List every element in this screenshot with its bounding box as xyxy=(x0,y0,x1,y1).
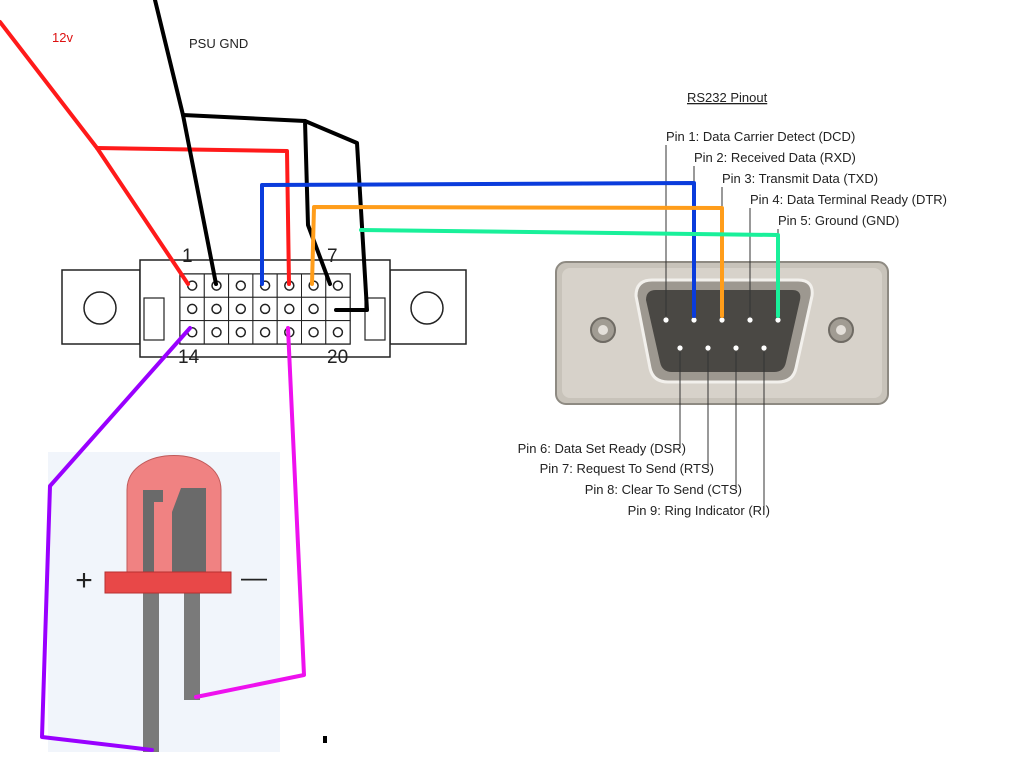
wire-12v-branch xyxy=(95,146,291,286)
led-plus-sign: + xyxy=(75,564,93,597)
db9-pin-holes xyxy=(663,317,781,351)
wire-txd xyxy=(310,205,724,318)
header-pin xyxy=(332,280,344,291)
header-label-pin-20: 20 xyxy=(327,347,348,368)
header-label-pin-7: 7 xyxy=(327,246,338,267)
rs232-title: RS232 Pinout xyxy=(687,90,768,105)
led-component: + — xyxy=(48,452,280,752)
header-right-mount-hole xyxy=(410,291,444,325)
header-label-pin-14: 14 xyxy=(178,347,200,368)
header-right-ear xyxy=(389,269,467,345)
header-pin xyxy=(308,303,319,315)
db9-pin-4 xyxy=(747,317,753,323)
db9-pin-1 xyxy=(663,317,669,323)
db9-leader-lines xyxy=(665,145,779,510)
db9-pin-3 xyxy=(719,317,725,323)
db9-pin-6 xyxy=(677,345,683,351)
header-pin xyxy=(211,327,222,338)
db9-label-pin-7: Pin 7: Request To Send (RTS) xyxy=(540,461,714,476)
db9-pin-8 xyxy=(733,345,739,351)
header-left-latch xyxy=(143,297,165,341)
wires xyxy=(0,0,780,752)
header-pin xyxy=(235,303,247,315)
db9-label-pin-5: Pin 5: Ground (GND) xyxy=(778,213,899,228)
db9-pin-2 xyxy=(691,317,697,323)
led-minus-sign: — xyxy=(241,562,267,592)
db9-pin-9 xyxy=(761,345,767,351)
led-anode-leg xyxy=(143,588,159,752)
stray-mark xyxy=(323,736,327,743)
db9-label-pin-4: Pin 4: Data Terminal Ready (DTR) xyxy=(750,192,947,207)
header-pin xyxy=(284,303,295,315)
wire-gnd-pin7 xyxy=(181,113,332,286)
db9-label-pin-3: Pin 3: Transmit Data (TXD) xyxy=(722,171,878,186)
wire-led-anode xyxy=(40,326,192,752)
led-cathode-leg xyxy=(184,588,200,700)
header-pin xyxy=(259,327,271,338)
wire-gnd-db9 xyxy=(359,228,780,318)
db9-pin-7 xyxy=(705,345,711,351)
label-psu-gnd: PSU GND xyxy=(189,36,248,51)
db9-pin-labels: Pin 1: Data Carrier Detect (DCD) Pin 2: … xyxy=(518,129,947,518)
header-pin xyxy=(259,303,271,315)
label-12v: 12v xyxy=(52,30,73,45)
header-label-pin-1: 1 xyxy=(182,246,193,267)
db9-pin-5 xyxy=(775,317,781,323)
header-pin xyxy=(235,327,247,338)
header-pin xyxy=(235,280,247,291)
led-post xyxy=(143,490,163,572)
header-pins xyxy=(179,273,351,345)
led-anvil xyxy=(172,488,206,572)
db9-label-pin-8: Pin 8: Clear To Send (CTS) xyxy=(585,482,742,497)
led-collar xyxy=(104,571,232,594)
header-pin xyxy=(332,327,344,338)
db9-insert xyxy=(646,290,801,372)
db9-label-pin-6: Pin 6: Data Set Ready (DSR) xyxy=(518,441,686,456)
header-right-latch xyxy=(364,297,386,341)
wire-rxd xyxy=(260,181,696,318)
db9-label-pin-9: Pin 9: Ring Indicator (RI) xyxy=(628,503,770,518)
wire-12v xyxy=(0,20,190,286)
wire-led-cathode xyxy=(194,326,306,699)
header-pin xyxy=(186,303,198,315)
header-pin xyxy=(211,303,222,315)
db9-label-pin-1: Pin 1: Data Carrier Detect (DCD) xyxy=(666,129,855,144)
header-connector: 1 7 14 20 xyxy=(61,246,467,368)
header-pin xyxy=(308,327,319,338)
header-left-mount-hole xyxy=(83,291,117,325)
db9-label-pin-2: Pin 2: Received Data (RXD) xyxy=(694,150,856,165)
wire-gnd-pin13 xyxy=(303,119,369,312)
